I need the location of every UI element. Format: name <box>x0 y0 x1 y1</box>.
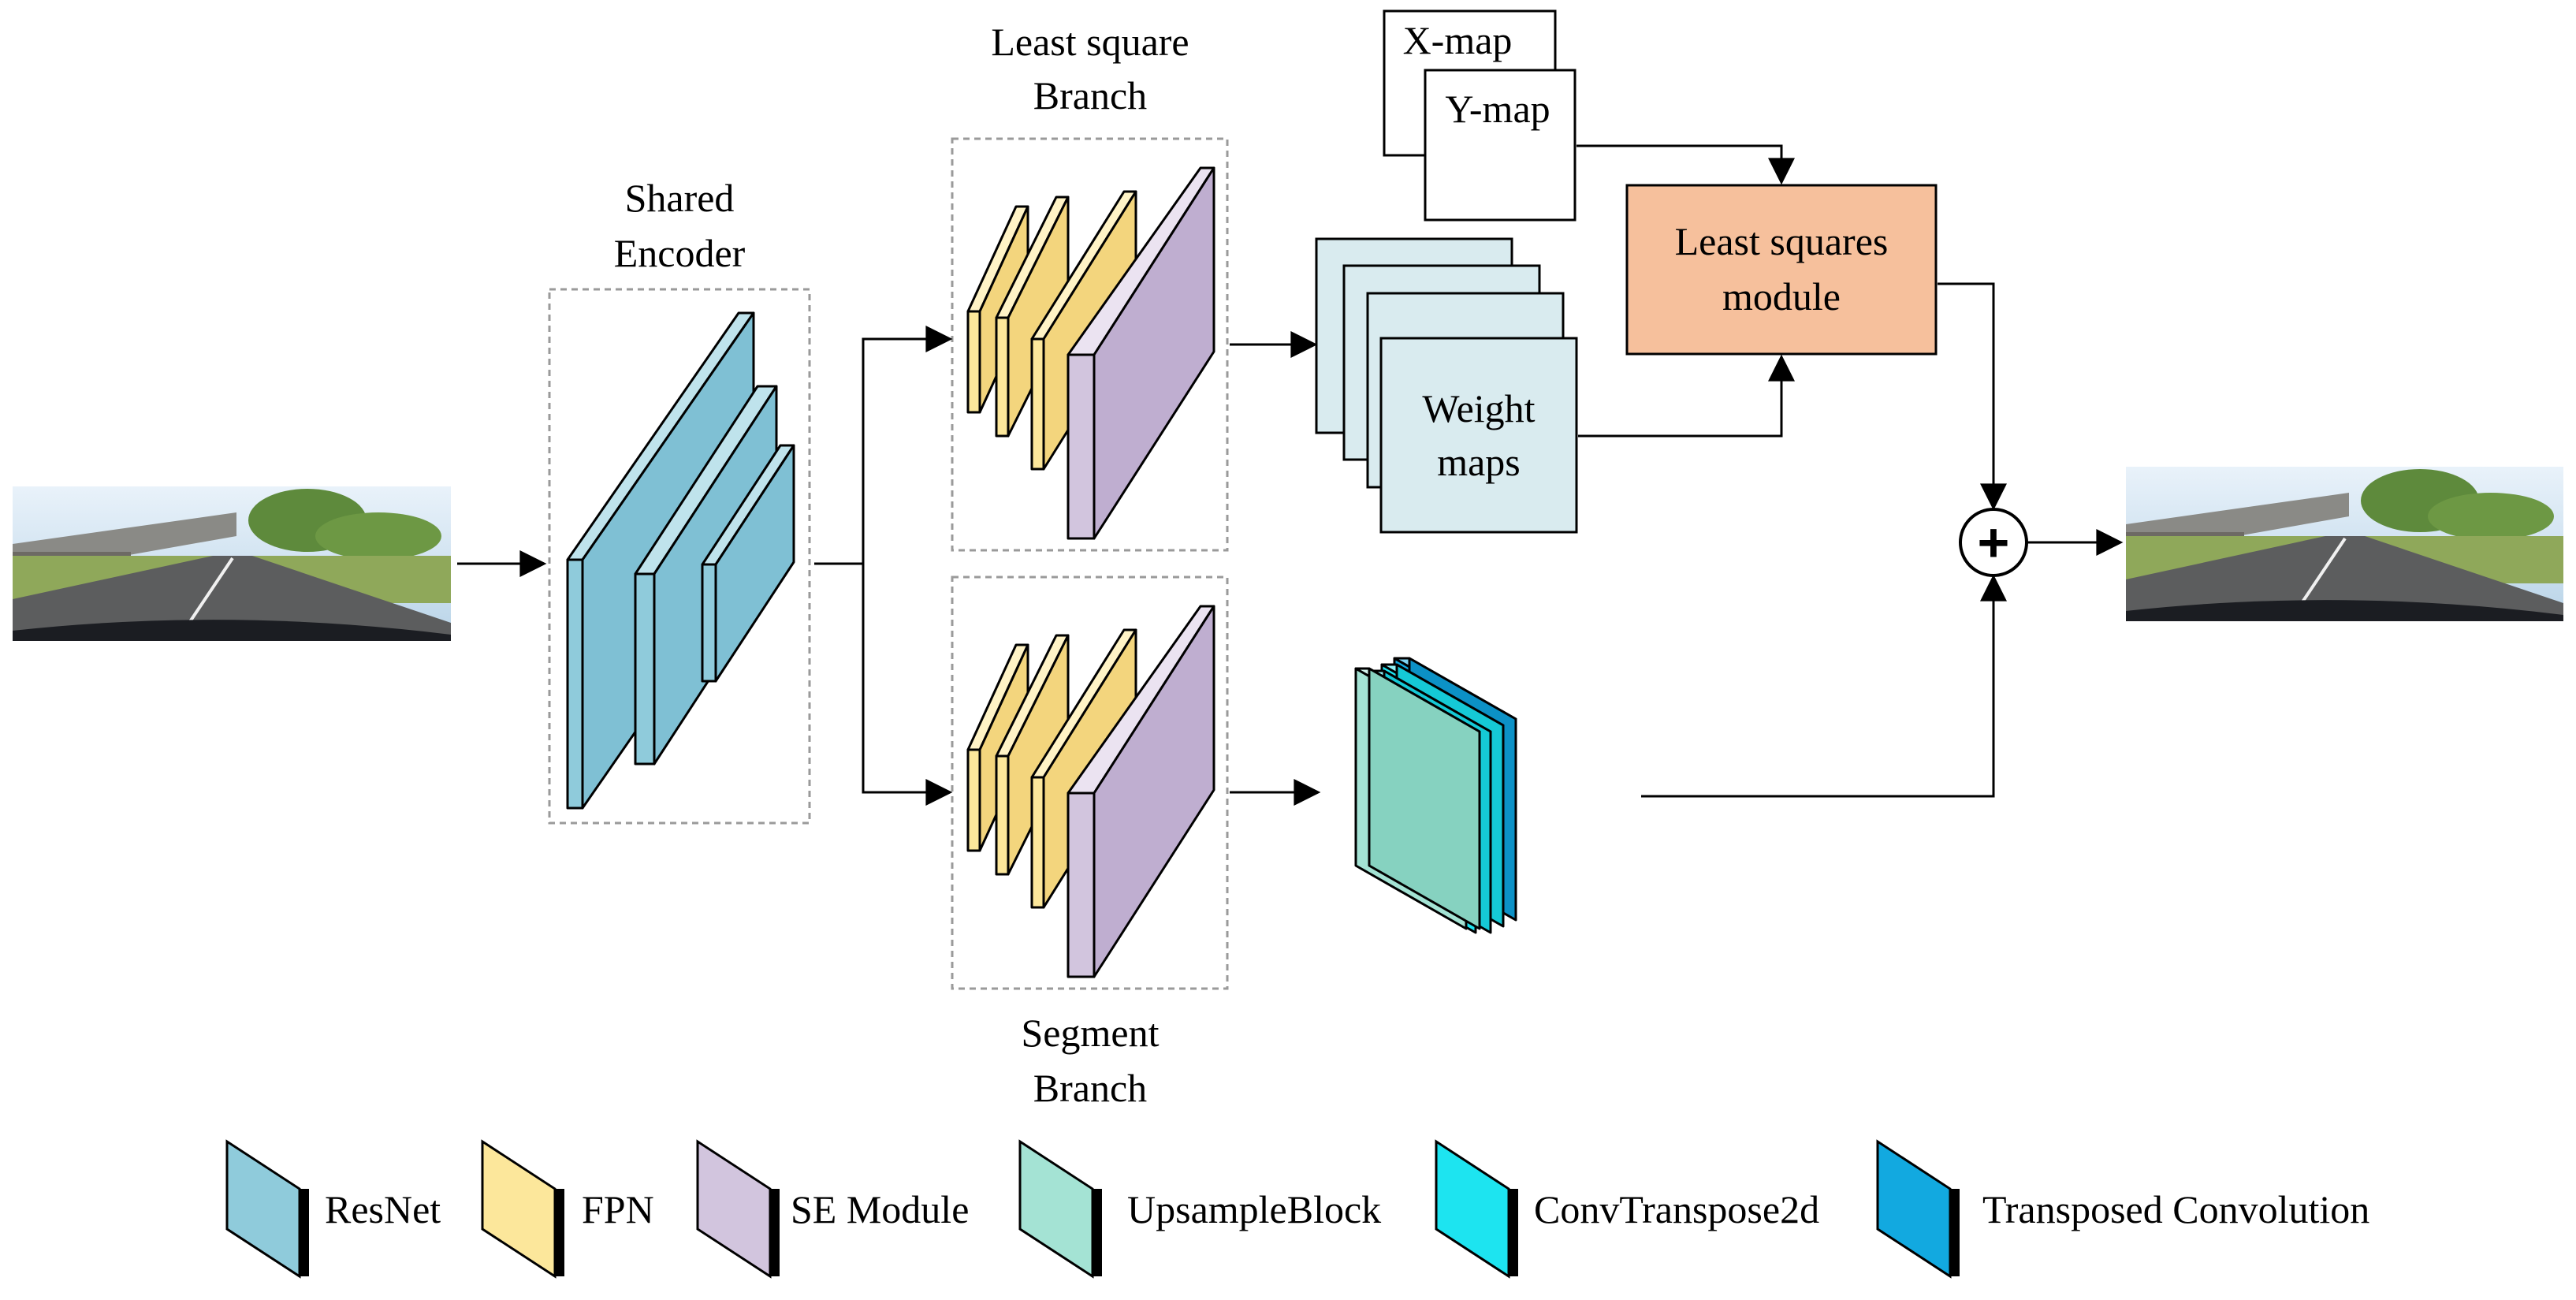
weight-maps-stack <box>1315 237 1578 534</box>
least-squares-module <box>1625 184 1938 356</box>
resnet-block-3 <box>701 444 795 683</box>
legend-item-transposed-convolution: Transposed Convolution <box>1876 1139 2369 1279</box>
input-road-image <box>13 486 451 641</box>
least-squares-module-label-line1: Least squares <box>1675 219 1889 263</box>
plus-symbol: + <box>1978 512 2010 573</box>
legend-label-upsampleblock: UpsampleBlock <box>1127 1187 1381 1231</box>
least-square-branch-label-line1: Least square <box>991 20 1189 64</box>
least-square-branch-label-line2: Branch <box>1033 73 1147 117</box>
legend: ResNet FPN SE Module UpsampleBlock ConvT… <box>225 1139 2369 1279</box>
segment-branch-label-line2: Branch <box>1033 1066 1147 1110</box>
weight-maps-label-line2: maps <box>1437 440 1521 484</box>
legend-item-se-module: SE Module <box>696 1139 969 1279</box>
legend-item-convtranspose2d: ConvTranspose2d <box>1435 1139 1819 1279</box>
least-squares-module-label-line2: module <box>1722 274 1841 318</box>
legend-label-convtranspose2d: ConvTranspose2d <box>1534 1187 1819 1231</box>
legend-label-transposed-convolution: Transposed Convolution <box>1982 1187 2369 1231</box>
legend-label-resnet: ResNet <box>325 1187 441 1231</box>
legend-item-fpn: FPN <box>481 1139 654 1279</box>
weight-maps-label-line1: Weight <box>1422 386 1535 430</box>
legend-item-upsampleblock: UpsampleBlock <box>1018 1139 1381 1279</box>
se-module-bottom <box>1067 605 1215 978</box>
segment-branch-box <box>951 576 1229 990</box>
legend-label-se-module: SE Module <box>791 1187 969 1231</box>
fpn-stack-top <box>966 190 1137 471</box>
shared-encoder-label-line2: Encoder <box>614 231 746 275</box>
y-map-label: Y-map <box>1445 87 1550 131</box>
segment-branch-label-line1: Segment <box>1022 1011 1160 1055</box>
se-module-top <box>1067 166 1215 540</box>
upsample-stack <box>1354 657 1517 934</box>
connectors <box>457 144 2124 806</box>
output-road-image <box>2126 467 2563 621</box>
y-map-box <box>1424 69 1576 222</box>
least-square-branch-box <box>951 137 1229 552</box>
legend-item-resnet: ResNet <box>225 1139 441 1279</box>
x-map-label: X-map <box>1403 18 1513 62</box>
legend-label-fpn: FPN <box>582 1187 654 1231</box>
shared-encoder-label-line1: Shared <box>625 176 735 220</box>
